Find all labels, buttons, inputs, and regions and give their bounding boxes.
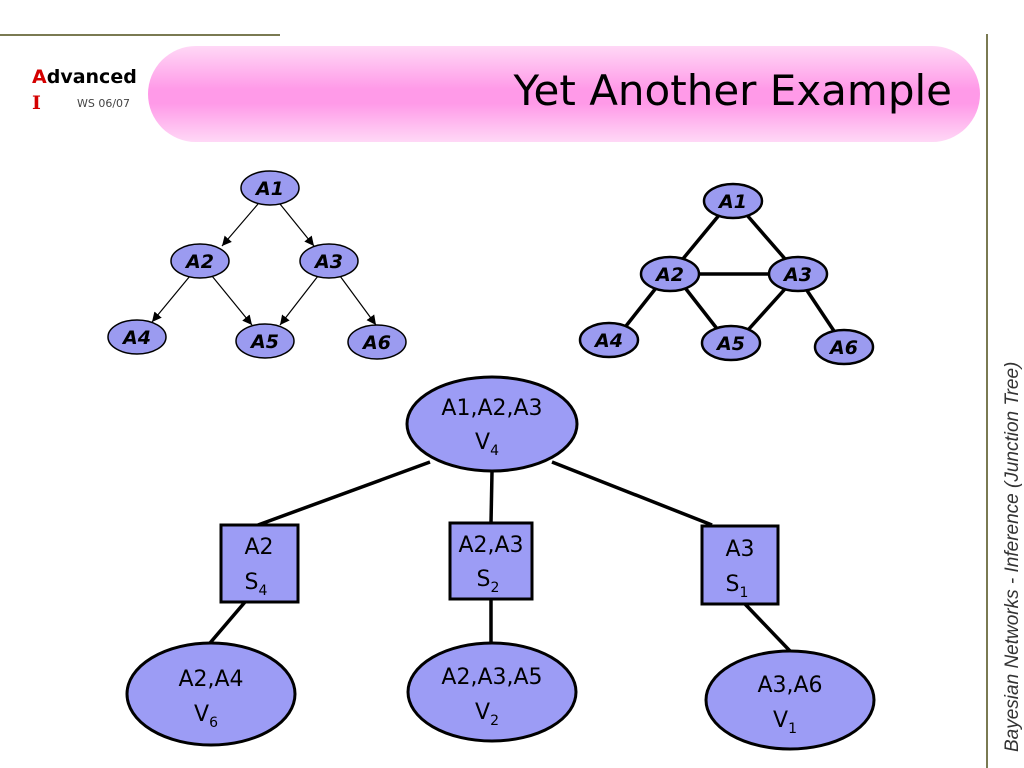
svg-text:A3: A3 xyxy=(725,537,754,562)
svg-text:A1: A1 xyxy=(254,178,284,200)
svg-text:S2: S2 xyxy=(477,567,500,596)
svg-text:A3: A3 xyxy=(782,264,812,286)
svg-text:A6: A6 xyxy=(361,332,391,354)
jt-separator-s4: A2 S4 xyxy=(219,523,300,604)
svg-text:A4: A4 xyxy=(121,327,151,349)
left-edge-a1-a2 xyxy=(221,203,259,247)
right-edge-a2-a4 xyxy=(624,286,658,328)
logo-word: Advanced xyxy=(32,66,137,88)
slide-title: Yet Another Example xyxy=(513,66,952,115)
right-node-a6: A6 xyxy=(813,328,875,366)
left-edge-a1-a3 xyxy=(279,203,315,247)
left-node-a5: A5 xyxy=(235,323,295,359)
svg-text:A1: A1 xyxy=(717,191,747,213)
svg-text:A2,A3,A5: A2,A3,A5 xyxy=(441,665,542,690)
jt-clique-leaf-2: A2,A3,A5 V2 xyxy=(406,641,578,743)
logo-first-letter: A xyxy=(32,66,47,88)
logo-rest: dvanced xyxy=(46,66,137,88)
svg-text:V1: V1 xyxy=(773,708,797,737)
left-graph-edges xyxy=(151,203,377,326)
left-edge-a3-a6 xyxy=(339,275,377,326)
left-edge-a2-a4 xyxy=(151,275,191,323)
right-edge-a3-a6 xyxy=(804,288,836,332)
svg-text:A2: A2 xyxy=(654,264,684,286)
svg-text:A5: A5 xyxy=(715,333,745,355)
jt-clique-leaf-1: A2,A4 V6 xyxy=(125,641,297,747)
left-node-a2: A2 xyxy=(170,243,230,279)
jt-edge-s1-leaf3 xyxy=(743,602,792,653)
right-node-a3: A3 xyxy=(767,255,829,293)
jt-clique-root: A1,A2,A3 V4 xyxy=(405,375,579,473)
logo-second-line: I xyxy=(32,92,41,114)
jt-edge-s4-leaf1 xyxy=(208,600,247,645)
right-node-a1: A1 xyxy=(702,182,764,220)
svg-text:A2: A2 xyxy=(244,535,273,560)
svg-text:A3,A6: A3,A6 xyxy=(757,673,822,698)
svg-text:V2: V2 xyxy=(475,700,499,729)
jt-clique-leaf-3: A3,A6 V1 xyxy=(704,649,876,751)
right-node-a2: A2 xyxy=(639,255,701,293)
svg-text:A4: A4 xyxy=(593,330,623,352)
svg-text:A6: A6 xyxy=(828,337,858,359)
left-node-a4: A4 xyxy=(107,319,167,355)
right-edge-a2-a5 xyxy=(684,287,720,332)
right-node-a5: A5 xyxy=(700,324,762,362)
top-rule xyxy=(0,34,280,36)
svg-text:S1: S1 xyxy=(726,572,749,601)
svg-text:A5: A5 xyxy=(249,331,279,353)
logo-term: WS 06/07 xyxy=(77,97,131,110)
svg-text:S4: S4 xyxy=(245,570,268,599)
right-edge-a1-a2 xyxy=(680,212,722,262)
left-node-a3: A3 xyxy=(299,243,359,279)
jt-edge-root-s2 xyxy=(489,471,494,524)
svg-text:A1,A2,A3: A1,A2,A3 xyxy=(441,396,542,421)
svg-text:V4: V4 xyxy=(475,430,499,459)
right-rule xyxy=(986,34,988,768)
jt-edge-root-s1 xyxy=(551,460,713,527)
left-node-a1: A1 xyxy=(240,170,300,206)
logo: Advanced I WS 06/07 xyxy=(32,66,137,114)
svg-text:A2,A3: A2,A3 xyxy=(458,533,523,558)
jt-separator-s1: A3 S1 xyxy=(700,524,780,606)
right-node-a4: A4 xyxy=(578,321,640,359)
jt-edge-root-s4 xyxy=(257,460,431,527)
left-edge-a3-a5 xyxy=(279,275,319,326)
svg-text:A2,A4: A2,A4 xyxy=(178,667,243,692)
junction-tree-edges xyxy=(208,460,792,653)
svg-text:A3: A3 xyxy=(313,251,343,273)
svg-text:V6: V6 xyxy=(194,702,218,731)
right-edge-a3-a5 xyxy=(746,287,787,332)
right-edge-a1-a3 xyxy=(744,212,788,262)
left-node-a6: A6 xyxy=(347,324,407,360)
jt-separator-s2: A2,A3 S2 xyxy=(448,521,534,601)
right-graph-edges xyxy=(624,212,836,332)
title-banner: Yet Another Example xyxy=(148,46,980,142)
left-edge-a2-a5 xyxy=(211,275,253,326)
svg-text:A2: A2 xyxy=(184,251,214,273)
